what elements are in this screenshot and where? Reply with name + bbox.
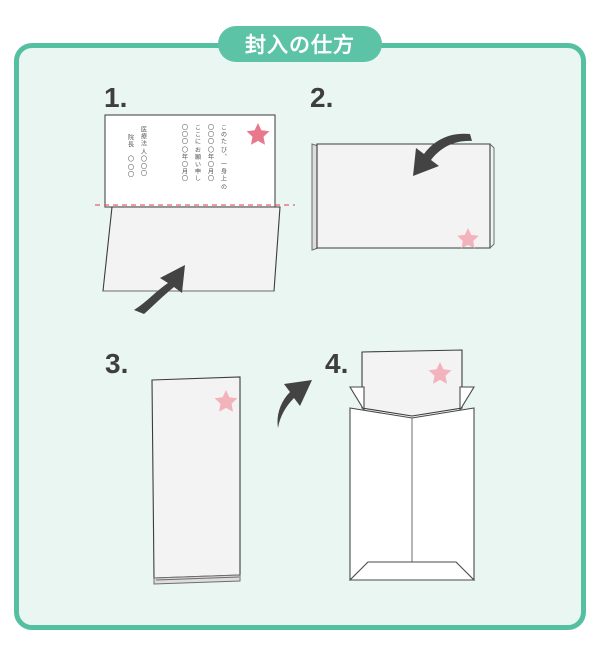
step-2-number: 2.: [310, 82, 334, 113]
letter-folded-half: [316, 143, 491, 249]
page-title-badge: 封入の仕方: [218, 26, 382, 62]
letter-upper-sheet: [104, 114, 276, 208]
curved-arrow-down: [413, 133, 472, 176]
letter-column-3: ここにお願い申し: [194, 124, 201, 182]
signature-line-1: 医療法人〇〇〇: [140, 126, 147, 177]
letter-folded-flap: [102, 206, 281, 292]
step-2-illustration: [311, 133, 495, 251]
step-3-illustration: [151, 376, 312, 585]
letter-signature-text: 医療法人〇〇〇 院長 〇〇〇: [127, 126, 147, 177]
letter-column-2: 〇〇〇〇年〇月〇: [207, 124, 214, 182]
envelope-bottom-flap: [348, 561, 476, 581]
signature-line-2: 院長 〇〇〇: [127, 133, 134, 177]
letter-column-1: このたび、一身上の: [220, 124, 227, 190]
envelope-flap-right: [459, 386, 475, 412]
step-3-number: 3.: [105, 348, 129, 379]
letter-right-edge: [489, 143, 495, 249]
step-4-illustration: [348, 349, 476, 581]
letter-column-4: 〇〇〇〇年〇月〇: [181, 124, 188, 182]
step-1-number: 1.: [104, 82, 128, 113]
curved-arrow-up: [134, 265, 185, 314]
step-1-illustration: このたび、一身上の 〇〇〇〇年〇月〇 ここにお願い申し 〇〇〇〇年〇月〇 医療法…: [95, 114, 295, 314]
letter-inner-fold-line: [155, 576, 240, 581]
letter-inserted: [361, 349, 463, 417]
star-icon: [214, 390, 238, 412]
curved-arrow-up-left: [277, 380, 312, 428]
star-icon: [457, 228, 479, 249]
star-icon: [246, 123, 270, 145]
star-icon: [428, 362, 452, 384]
letter-body-text: このたび、一身上の 〇〇〇〇年〇月〇 ここにお願い申し 〇〇〇〇年〇月〇: [181, 124, 227, 190]
envelope-flap-left: [349, 386, 365, 412]
step-4-number: 4.: [325, 348, 349, 379]
